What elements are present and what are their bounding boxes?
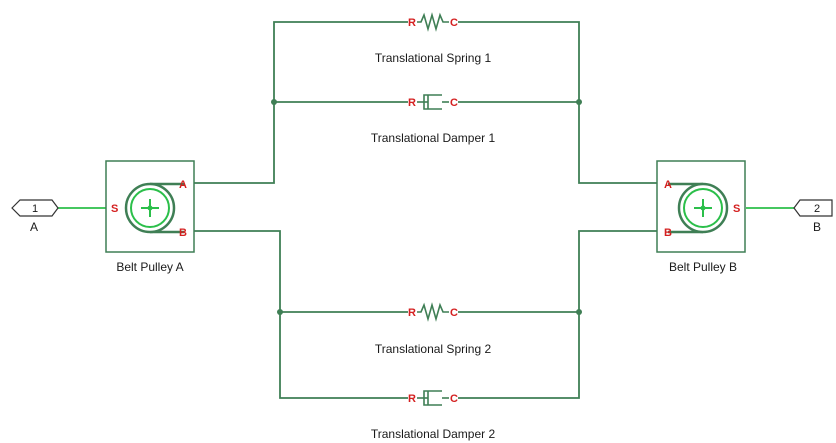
block-label: Translational Damper 2 <box>371 427 496 441</box>
translational-spring-1-block[interactable]: R C Translational Spring 1 <box>375 12 492 65</box>
outport-number: 2 <box>814 203 820 215</box>
port-label-s: S <box>111 203 118 215</box>
port-label-r: R <box>408 393 416 405</box>
port-label-c: C <box>450 17 458 29</box>
block-label: Belt Pulley B <box>669 260 737 274</box>
translational-damper-1-block[interactable]: R C Translational Damper 1 <box>371 94 496 145</box>
pulley-icon <box>124 182 184 234</box>
pulley-icon <box>668 182 729 234</box>
port-label-a: A <box>179 179 187 191</box>
junction-dot <box>576 309 582 315</box>
connection-line[interactable] <box>182 230 281 312</box>
junction-dot <box>277 309 283 315</box>
connection-line[interactable] <box>182 102 275 184</box>
damper-icon <box>417 94 449 110</box>
damper-icon <box>417 390 449 406</box>
port-label-a: A <box>664 179 672 191</box>
port-label-b: B <box>664 227 672 239</box>
block-label: Translational Spring 1 <box>375 51 492 65</box>
translational-damper-2-block[interactable]: R C Translational Damper 2 <box>371 390 496 441</box>
port-label-c: C <box>450 393 458 405</box>
outport-b[interactable]: 2 B <box>793 199 833 234</box>
belt-pulley-b-block[interactable]: S A B Belt Pulley B <box>656 160 746 274</box>
port-label-c: C <box>450 97 458 109</box>
belt-pulley-a-block[interactable]: S A B Belt Pulley A <box>105 160 195 274</box>
outport-label: B <box>813 220 821 234</box>
spring-icon <box>417 302 449 322</box>
port-label-r: R <box>408 97 416 109</box>
junction-dot <box>576 99 582 105</box>
port-label-c: C <box>450 307 458 319</box>
connection-line[interactable] <box>458 312 580 399</box>
block-label: Belt Pulley A <box>116 260 183 274</box>
block-label: Translational Spring 2 <box>375 342 492 356</box>
connection-line[interactable] <box>578 230 668 312</box>
spring-icon <box>417 12 449 32</box>
port-label-b: B <box>179 227 187 239</box>
inport-a[interactable]: 1 A <box>11 199 59 234</box>
connection-line[interactable] <box>279 312 408 399</box>
junction-dot <box>271 99 277 105</box>
connection-line[interactable] <box>273 21 408 102</box>
port-label-r: R <box>408 17 416 29</box>
port-label-r: R <box>408 307 416 319</box>
translational-spring-2-block[interactable]: R C Translational Spring 2 <box>375 302 492 356</box>
connection-line[interactable] <box>578 102 668 184</box>
inport-label: A <box>30 220 38 234</box>
block-label: Translational Damper 1 <box>371 131 496 145</box>
port-label-s: S <box>733 203 740 215</box>
inport-number: 1 <box>32 203 38 215</box>
connection-line[interactable] <box>458 21 580 102</box>
